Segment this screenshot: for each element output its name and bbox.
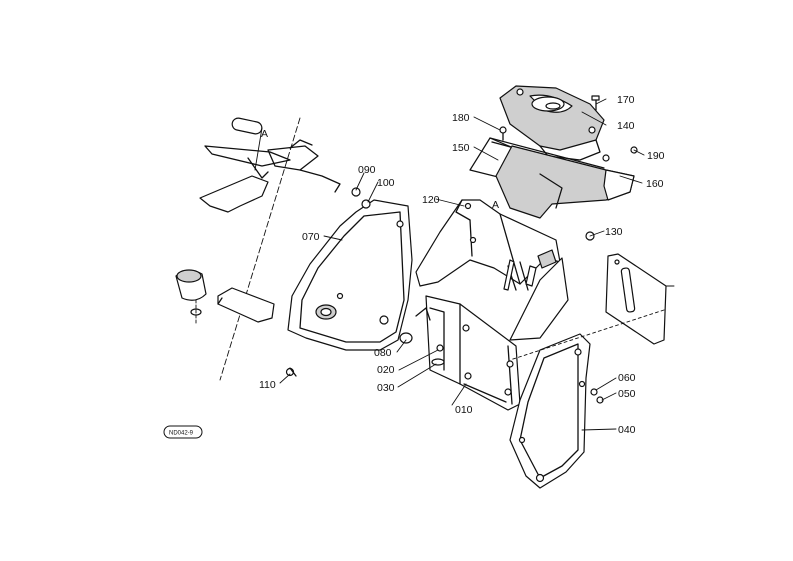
callout-050: 050	[618, 388, 636, 400]
inner-panel	[415, 199, 569, 341]
steering-column-assembly	[175, 117, 341, 381]
front-panel	[469, 137, 635, 219]
callout-100: 100	[377, 177, 395, 189]
callout-040: 040	[618, 424, 636, 436]
callout-010: 010	[455, 404, 473, 416]
side-panel-left	[287, 199, 413, 351]
diagram-code-badge: ND042-9	[163, 425, 203, 439]
callout-070: 070	[302, 231, 320, 243]
callout-020: 020	[377, 364, 395, 376]
callout-140: 140	[617, 120, 635, 132]
rear-plate	[509, 253, 675, 361]
callout-120: 120	[422, 194, 440, 206]
side-panel-right	[509, 333, 591, 489]
callout-160: 160	[646, 178, 664, 190]
callout-150: 150	[452, 142, 470, 154]
reference-mark-a-left: A	[261, 128, 268, 140]
callout-090: 090	[358, 164, 376, 176]
leader-lines	[279, 98, 645, 431]
hardware	[285, 126, 638, 404]
callout-060: 060	[618, 372, 636, 384]
callout-130: 130	[605, 226, 623, 238]
callout-030: 030	[377, 382, 395, 394]
callout-170: 170	[617, 94, 635, 106]
upper-cover	[499, 85, 605, 161]
callout-110: 110	[259, 379, 276, 391]
callout-080: 080	[374, 347, 392, 359]
callout-labels: 170 140 180 190 150 160 120 130 090 100 …	[259, 94, 665, 436]
meter-bracket	[415, 295, 521, 411]
reference-mark-a-right: A	[492, 199, 499, 211]
diagram-code: ND042-9	[169, 431, 194, 437]
callout-180: 180	[452, 112, 470, 124]
callout-190: 190	[647, 150, 665, 162]
